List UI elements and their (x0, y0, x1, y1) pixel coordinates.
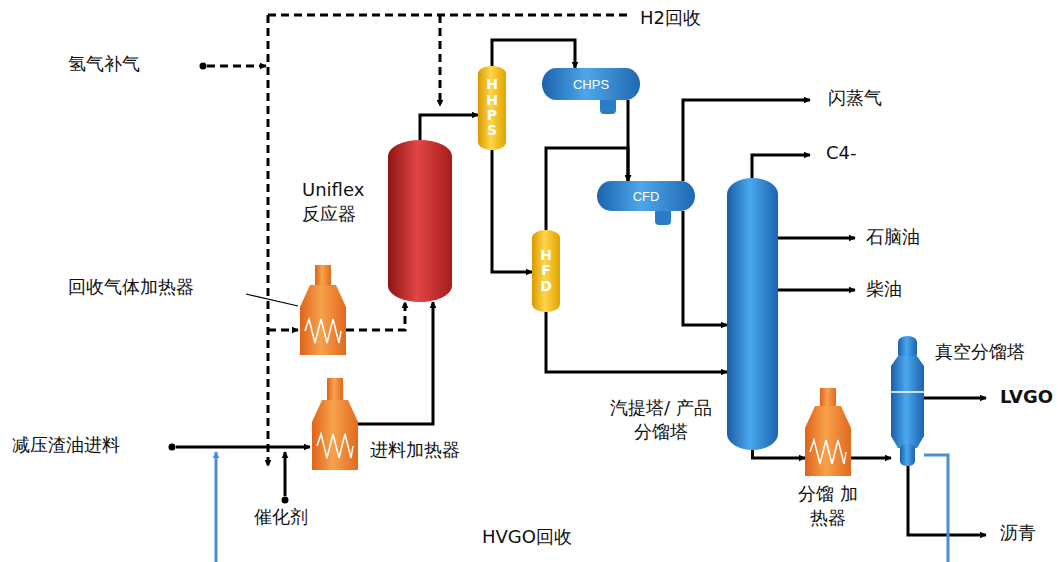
vessel-label: 汽提塔/ 产品分馏塔 (605, 396, 717, 445)
flow-connector (358, 302, 433, 424)
vessel-tag: HHPS (485, 77, 499, 139)
vessel-tag: CFD (633, 189, 660, 204)
separator-vessel (532, 230, 560, 312)
source-dot (200, 63, 207, 70)
process-vessel: 回收气体加热器 (300, 265, 346, 355)
flow-connector (420, 115, 478, 140)
quench-line (439, 15, 442, 106)
stream-label: LVGO (1000, 385, 1053, 408)
vessel-tag: HFD (539, 248, 553, 294)
reactor-vessel (388, 140, 452, 302)
feed-line (176, 446, 310, 449)
flow-connector (851, 457, 891, 460)
vessel-label: Uniflex 反应器 (302, 178, 382, 227)
source-dot (169, 444, 176, 451)
hvgo-line (215, 452, 218, 562)
gas-heater-feed (268, 329, 298, 332)
product-line (778, 289, 855, 292)
product-line (752, 155, 810, 178)
heater-coil (305, 319, 341, 343)
product-line (924, 397, 986, 400)
vessel-shape (891, 336, 924, 466)
vessel-shape (727, 178, 778, 450)
tower-tray (891, 391, 924, 393)
stream-label: 催化剂 (254, 505, 308, 528)
process-vessel: CFD (597, 181, 695, 211)
product-line (778, 237, 855, 240)
leader-line (246, 294, 298, 306)
stream-label: 沥青 (1000, 521, 1036, 544)
vessel-shape (312, 378, 358, 470)
vessel-shape (388, 140, 452, 302)
tower-bottom (900, 444, 915, 466)
vessel-tag: CHPS (573, 77, 609, 92)
process-vessel: 分馏 加热器 (805, 388, 851, 476)
vessel-shape (300, 265, 346, 355)
flow-connector (546, 312, 727, 372)
recycle-gas-line (268, 14, 630, 17)
heater-stack (820, 388, 836, 406)
heater-hood (300, 285, 346, 307)
process-vessel: Uniflex 反应器 (388, 140, 452, 302)
heater-coil (810, 440, 846, 464)
heater-stack (327, 378, 343, 400)
process-vessel: 汽提塔/ 产品分馏塔 (727, 178, 778, 450)
source-dot (282, 497, 289, 504)
flash-gas-line (683, 100, 810, 181)
heater-hood (805, 406, 851, 428)
stream-label: 减压渣油进料 (12, 433, 120, 456)
drum-vessel (542, 68, 640, 100)
vessel-label: 分馏 加热器 (793, 482, 863, 531)
heater-coil (317, 434, 353, 458)
tower-vessel (727, 178, 778, 450)
stream-label: 石脑油 (866, 225, 920, 248)
heater-box (312, 422, 358, 470)
hvgo-line (924, 455, 948, 562)
separator-vessel (478, 66, 506, 150)
recycle-gas-line (267, 15, 270, 466)
stream-label: 柴油 (866, 277, 902, 300)
vessel-label: 进料加热器 (370, 438, 460, 462)
heater-box (805, 428, 851, 476)
heater-stack (315, 265, 331, 285)
process-vessel: HHPS (478, 66, 506, 150)
makeup-line (207, 65, 266, 68)
stream-label: 闪蒸气 (828, 86, 882, 109)
process-vessel: 真空分馏塔 (891, 336, 924, 466)
catalyst-line (284, 452, 287, 496)
flow-connector (683, 211, 727, 325)
process-vessel: HFD (532, 230, 560, 312)
stream-label: H2回收 (640, 6, 701, 29)
flow-connector (346, 302, 405, 330)
drum-vessel (597, 181, 695, 211)
vessel-shape (805, 388, 851, 476)
vessel-label: 回收气体加热器 (68, 275, 194, 299)
process-vessel: CHPS (542, 68, 640, 100)
process-vessel: 进料加热器 (312, 378, 358, 470)
flow-connector (492, 40, 575, 68)
heater-box (300, 307, 346, 355)
stream-label: 氢气补气 (68, 52, 140, 75)
stream-label: C4- (826, 141, 857, 164)
stream-label: HVGO回收 (482, 525, 572, 548)
tower-body (891, 356, 924, 448)
flow-connector (753, 450, 806, 458)
heater-hood (312, 400, 358, 422)
flow-connector (492, 150, 532, 272)
vessel-label: 真空分馏塔 (935, 340, 1025, 364)
